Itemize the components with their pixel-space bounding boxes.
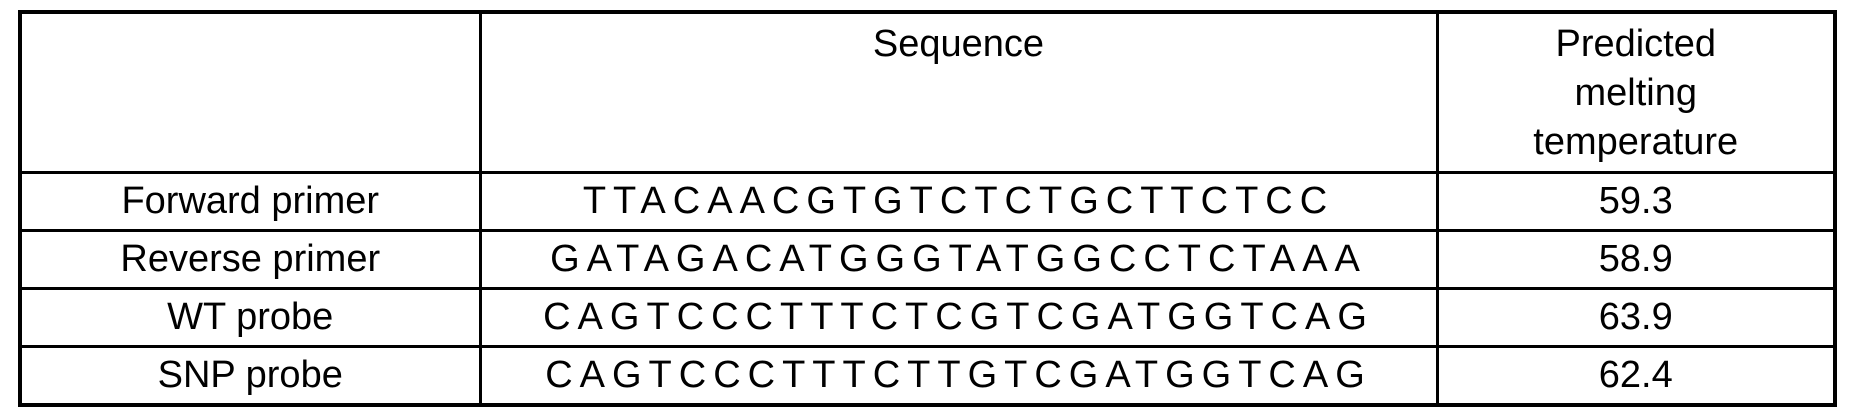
melting-temperature-cell: 63.9 bbox=[1435, 286, 1837, 348]
table-row-snp-probe: SNP probe CAGTCCCTTTCTTGTCGATGGTCAG 62.4 bbox=[18, 344, 1837, 406]
header-melting-temperature-cell: Predicted melting temperature bbox=[1435, 10, 1837, 174]
row-label-cell: SNP probe bbox=[18, 344, 482, 406]
melting-temperature-cell: 62.4 bbox=[1435, 344, 1837, 406]
row-label-cell: WT probe bbox=[18, 286, 482, 348]
sequence-cell: CAGTCCCTTTCTCGTCGATGGTCAG bbox=[478, 286, 1439, 348]
header-sequence-cell: Sequence bbox=[478, 10, 1439, 174]
melting-temperature-cell: 59.3 bbox=[1435, 170, 1837, 232]
table-row-wt-probe: WT probe CAGTCCCTTTCTCGTCGATGGTCAG 63.9 bbox=[18, 286, 1837, 348]
header-empty-cell bbox=[18, 10, 482, 174]
melting-temperature-cell: 58.9 bbox=[1435, 228, 1837, 290]
sequence-cell: CAGTCCCTTTCTTGTCGATGGTCAG bbox=[478, 344, 1439, 406]
row-label-cell: Reverse primer bbox=[18, 228, 482, 290]
table-row-forward-primer: Forward primer TTACAACGTGTCTCTGCTTCTCC 5… bbox=[18, 170, 1837, 232]
table-row-reverse-primer: Reverse primer GATAGACATGGGTATGGCCTCTAAA… bbox=[18, 228, 1837, 290]
table-header-row: Sequence Predicted melting temperature bbox=[18, 10, 1837, 174]
primer-sequence-table: Sequence Predicted melting temperature F… bbox=[18, 10, 1837, 407]
header-melting-temperature-text: Predicted melting temperature bbox=[1533, 23, 1739, 163]
sequence-cell: GATAGACATGGGTATGGCCTCTAAA bbox=[478, 228, 1439, 290]
sequence-cell: TTACAACGTGTCTCTGCTTCTCC bbox=[478, 170, 1439, 232]
row-label-cell: Forward primer bbox=[18, 170, 482, 232]
